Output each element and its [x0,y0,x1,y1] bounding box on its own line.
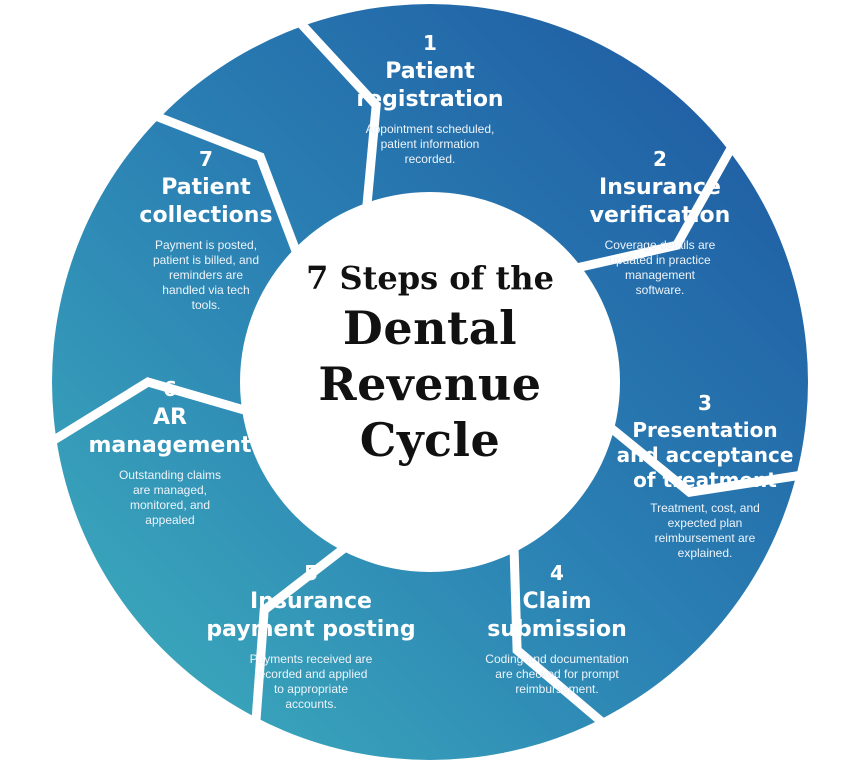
step-number: 1 [423,31,437,55]
step-2-insurance-verification: 2 Insurance verification Coverage detail… [560,146,760,298]
step-6-ar-management: 6 AR management Outstanding claims are m… [70,376,270,528]
segment-separator-7 [152,111,302,256]
segment-separator-2 [574,143,737,273]
step-description: Outstanding claims are managed, monitore… [118,468,222,527]
segment-separators [48,18,804,728]
center-title-line-2: Dental [342,301,518,355]
center-title-line-4: Cycle [359,413,501,467]
segment-separator-3 [606,423,804,497]
step-title: Insurance payment posting [206,589,416,642]
step-number: 5 [304,561,318,585]
step-title: Patient registration [356,59,504,112]
center-title-line-3: Revenue [318,357,542,411]
step-1-patient-registration: 1 Patient registration Appointment sched… [330,30,530,167]
step-title: Claim submission [487,589,627,642]
step-number: 3 [698,391,712,415]
step-7-patient-collections: 7 Patient collections Payment is posted,… [106,146,306,313]
step-description: Treatment, cost, and expected plan reimb… [650,501,760,560]
center-disc [240,192,620,572]
segment-separator-6 [48,377,249,446]
step-description: Coding and documentation are checked for… [485,652,629,696]
step-description: Coverage details are updated in practice… [604,238,716,297]
step-number: 4 [550,561,564,585]
step-5-insurance-payment-posting: 5 Insurance payment posting Payments rec… [196,560,426,712]
step-3-presentation-acceptance: 3 Presentation and acceptance of treatme… [610,390,800,561]
segment-separator-5 [251,543,349,725]
step-title: Patient collections [139,175,273,228]
center-title-line-1: 7 Steps of the [306,259,554,297]
step-description: Payments received are recorded and appli… [249,652,373,711]
step-title: Presentation and acceptance of treatment [616,418,794,492]
step-title: AR management [88,405,252,458]
segment-separator-4 [509,546,608,728]
step-number: 7 [199,147,213,171]
step-description: Payment is posted, patient is billed, an… [152,238,260,312]
step-description: Appointment scheduled, patient informati… [365,122,495,166]
segment-separator-1 [295,18,381,209]
step-4-claim-submission: 4 Claim submission Coding and documentat… [452,560,662,697]
step-number: 6 [163,377,177,401]
step-title: Insurance verification [589,175,731,228]
step-number: 2 [653,147,667,171]
center-title: 7 Steps of the Dental Revenue Cycle [250,256,610,468]
